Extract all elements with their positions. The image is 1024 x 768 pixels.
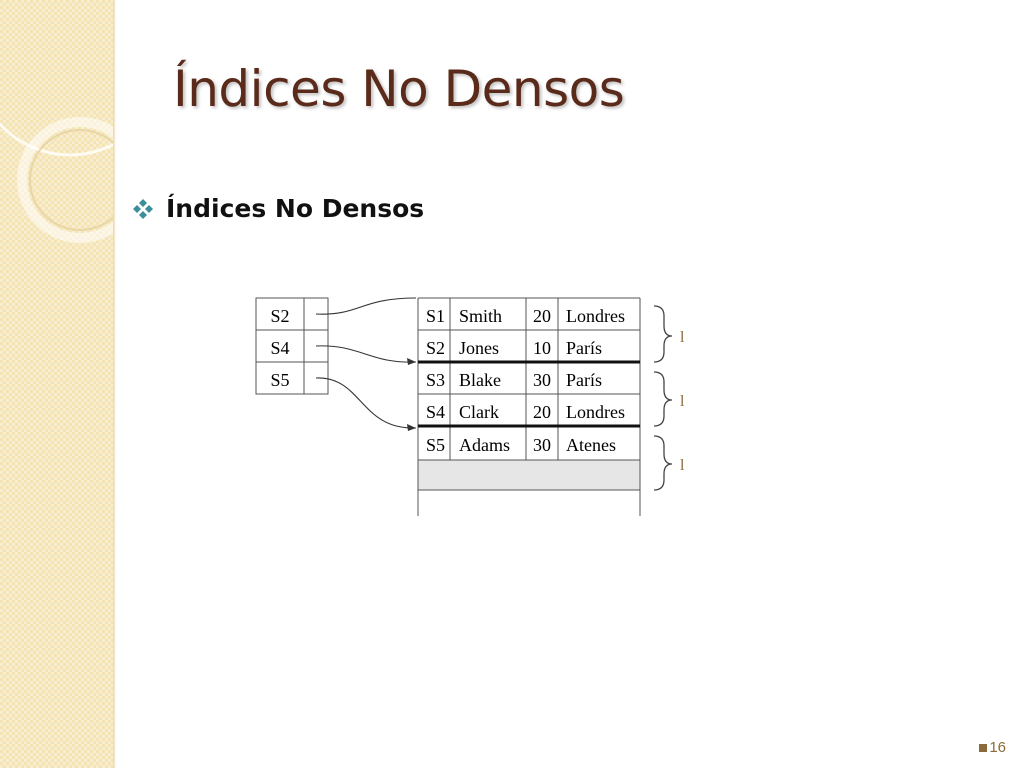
index-pointers <box>315 297 417 431</box>
record-id: S1 <box>426 306 445 326</box>
sidebar-edge <box>113 0 116 768</box>
record-id: S4 <box>426 402 445 422</box>
record-value: 10 <box>533 338 551 358</box>
record-value: 20 <box>533 306 551 326</box>
record-city: París <box>566 370 602 390</box>
pointer-arrow <box>315 345 417 363</box>
record-name: Clark <box>459 402 499 422</box>
record-id: S5 <box>426 435 445 455</box>
index-entry: S2 <box>270 306 289 326</box>
record-rows: S1 Smith 20 Londres S2 Jones 10 París S3… <box>426 306 625 455</box>
slide-number-text: 16 <box>989 739 1006 756</box>
record-value: 30 <box>533 370 551 390</box>
pointer-arrow <box>315 377 417 429</box>
bracket-labels: l l l <box>680 329 685 474</box>
square-icon <box>979 743 988 752</box>
block-bracket <box>653 435 673 491</box>
slide-title: Índices No Densos <box>173 60 625 118</box>
record-id: S2 <box>426 338 445 358</box>
data-file: S1 Smith 20 Londres S2 Jones 10 París S3… <box>417 297 641 520</box>
bullet-item: Índices No Densos <box>132 194 424 223</box>
block-bracket <box>653 305 673 363</box>
empty-block <box>418 460 640 490</box>
diamond-bullet-icon <box>133 198 153 219</box>
block-bracket <box>653 371 673 427</box>
block-brackets <box>653 305 673 491</box>
sparse-index-diagram: S2 S4 S5 S1 Smith 20 Londres S2 Jones 10… <box>255 297 685 520</box>
record-name: Smith <box>459 306 502 326</box>
record-id: S3 <box>426 370 445 390</box>
bracket-label: l <box>680 457 685 474</box>
slide-number: 16 <box>979 739 1006 756</box>
record-value: 30 <box>533 435 551 455</box>
index-entry: S5 <box>270 370 289 390</box>
sidebar-ornament <box>0 117 113 243</box>
record-city: Londres <box>566 402 625 422</box>
record-city: París <box>566 338 602 358</box>
bracket-label: l <box>680 393 685 410</box>
record-name: Blake <box>459 370 501 390</box>
index-entry: S4 <box>270 338 289 358</box>
record-city: Londres <box>566 306 625 326</box>
bracket-label: l <box>680 329 685 346</box>
decorative-sidebar <box>0 0 113 768</box>
record-name: Jones <box>459 338 499 358</box>
bullet-text: Índices No Densos <box>166 194 425 223</box>
record-value: 20 <box>533 402 551 422</box>
record-name: Adams <box>459 435 510 455</box>
pointer-arrow <box>315 297 417 315</box>
record-city: Atenes <box>566 435 616 455</box>
